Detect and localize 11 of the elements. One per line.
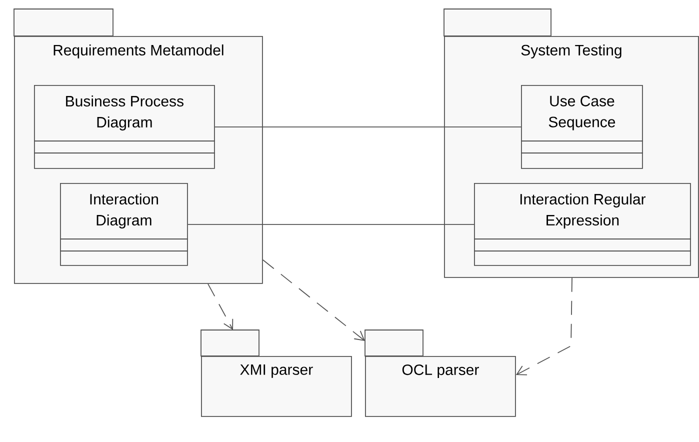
dependency-arrow bbox=[262, 259, 365, 341]
class-box: Business Process Diagram bbox=[34, 85, 216, 169]
package: OCL parser bbox=[364, 330, 516, 417]
association-line bbox=[187, 224, 474, 225]
package: XMI parser bbox=[200, 330, 352, 417]
dependency-arrow bbox=[516, 277, 572, 376]
class-box: Use Case Sequence bbox=[520, 85, 644, 169]
class-box: Interaction Regular Expression bbox=[474, 183, 692, 266]
class-box: Interaction Diagram bbox=[60, 183, 188, 266]
association-line bbox=[214, 126, 522, 128]
dependency-arrow bbox=[208, 283, 234, 330]
